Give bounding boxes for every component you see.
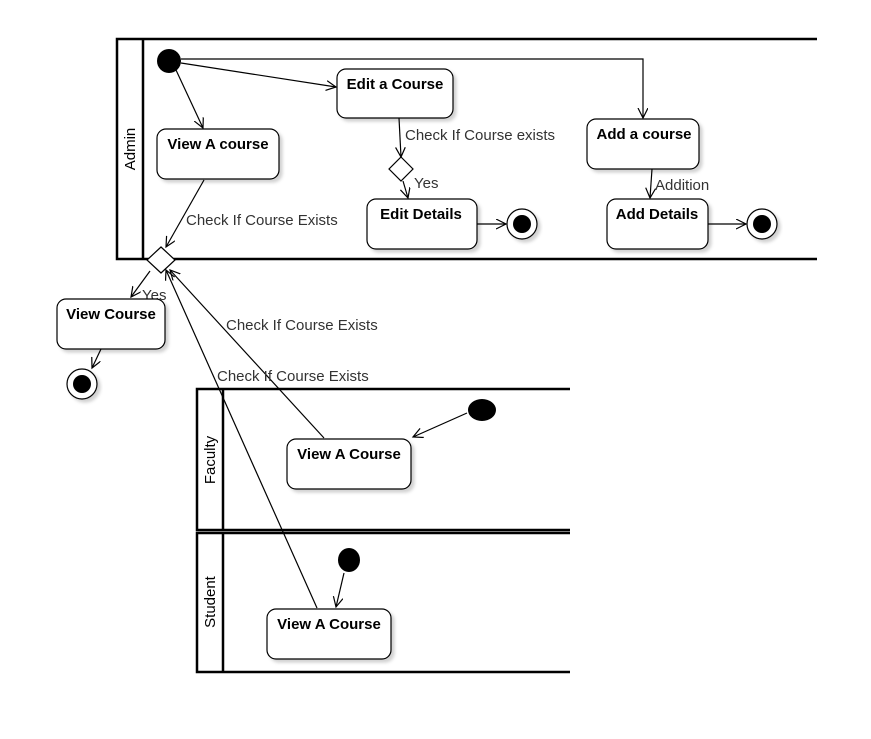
admin-start-node <box>157 49 181 73</box>
edit-end-node <box>506 208 538 240</box>
edge-view-to-decision <box>166 179 205 247</box>
action-student-view-a-course[interactable]: View A Course <box>266 608 392 660</box>
action-edit-details[interactable]: Edit Details <box>366 198 478 250</box>
admin-lane-label: Admin <box>122 128 139 171</box>
edge-edit-to-decision <box>399 117 401 157</box>
action-student-view-a-course-label: View A Course <box>277 616 381 633</box>
student-swimlane: Student <box>195 531 570 674</box>
view-decision-node <box>146 246 176 274</box>
edit-decision-node <box>388 156 414 182</box>
edge-faculty-start-to-view <box>413 412 468 437</box>
add-end-node <box>746 208 778 240</box>
edge-faculty-to-decision <box>170 270 325 439</box>
action-edit-a-course-label: Edit a Course <box>347 76 444 93</box>
edge-start-to-add <box>181 58 643 118</box>
faculty-swimlane: Faculty <box>195 387 570 532</box>
action-edit-a-course[interactable]: Edit a Course <box>336 68 454 119</box>
admin-check-label: Check If Course Exists <box>186 212 338 229</box>
faculty-start-node <box>468 399 496 421</box>
addition-label: Addition <box>655 177 709 194</box>
edge-decision-to-view-course <box>131 270 151 297</box>
faculty-lane-label: Faculty <box>202 435 219 484</box>
action-add-a-course[interactable]: Add a course <box>586 118 700 170</box>
action-view-a-course[interactable]: View A course <box>156 128 280 180</box>
student-lane-label: Student <box>202 575 219 628</box>
action-faculty-view-a-course-label: View A Course <box>297 446 401 463</box>
edit-yes-label: Yes <box>414 175 438 192</box>
edge-add-to-add-details <box>650 168 652 198</box>
action-add-details[interactable]: Add Details <box>606 198 709 250</box>
action-view-course[interactable]: View Course <box>56 298 166 350</box>
faculty-check-label: Check If Course Exists <box>226 317 378 334</box>
edge-start-to-view <box>175 69 203 128</box>
view-end-node <box>66 368 98 400</box>
edge-decision-to-edit-details <box>403 180 408 198</box>
edge-student-start-to-view <box>336 572 345 607</box>
student-check-label: Check If Course Exists <box>217 368 369 385</box>
admin-swimlane: Admin <box>115 37 817 261</box>
edge-student-to-decision <box>166 270 318 609</box>
action-add-a-course-label: Add a course <box>596 126 691 143</box>
action-edit-details-label: Edit Details <box>380 206 462 223</box>
edge-view-course-to-end <box>92 348 102 368</box>
edit-check-label: Check If Course exists <box>405 127 555 144</box>
action-faculty-view-a-course[interactable]: View A Course <box>286 438 412 490</box>
edge-start-to-edit <box>180 62 336 87</box>
action-view-a-course-label: View A course <box>167 136 268 153</box>
edges <box>92 58 746 609</box>
action-view-course-label: View Course <box>66 306 156 323</box>
action-add-details-label: Add Details <box>616 206 699 223</box>
student-start-node <box>338 548 360 572</box>
